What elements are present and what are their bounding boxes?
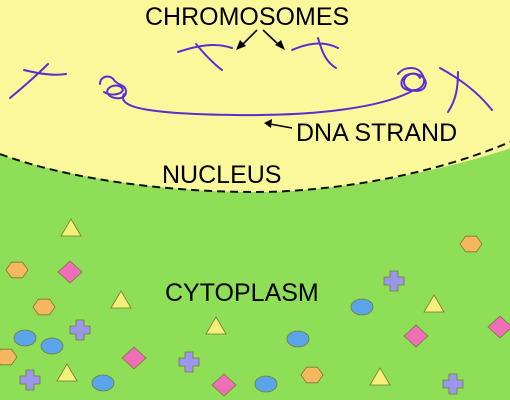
organelle-hexagon xyxy=(32,298,56,316)
dna-strand xyxy=(121,89,415,117)
organelle-cross xyxy=(383,270,405,292)
organelle-triangle xyxy=(369,367,391,386)
dna-coil-left xyxy=(99,75,127,100)
nuclear-membrane xyxy=(0,141,510,194)
organelle-hexagon xyxy=(0,348,18,366)
organelle-cross xyxy=(442,373,464,395)
organelle-hexagon xyxy=(459,235,483,253)
chromosome xyxy=(195,43,223,71)
organelle-diamond xyxy=(211,373,237,397)
chromosome xyxy=(439,67,493,111)
organelle-cross xyxy=(178,351,200,373)
organelle-ellipse xyxy=(91,374,115,392)
dna-coil-right xyxy=(397,67,427,92)
organelle-diamond xyxy=(487,315,510,339)
chromosome xyxy=(23,69,67,76)
organelle-ellipse xyxy=(350,298,374,316)
cytoplasm-label: CYTOPLASM xyxy=(165,279,319,307)
organelle-ellipse xyxy=(40,337,64,355)
chromosome xyxy=(177,44,233,53)
chromosomes-label: CHROMOSOMES xyxy=(145,3,349,31)
dna-strand-label: DNA STRAND xyxy=(296,119,457,147)
organelle-hexagon xyxy=(5,261,29,279)
organelle-diamond xyxy=(403,324,429,348)
chromosome xyxy=(291,42,339,51)
organelle-triangle xyxy=(56,363,78,382)
nucleus-label: NUCLEUS xyxy=(162,161,281,189)
nucleus-region xyxy=(0,0,510,192)
arrowhead xyxy=(264,119,272,128)
organelle-ellipse xyxy=(254,375,278,393)
chromosome xyxy=(9,63,49,99)
arrow-to-left-chromosome xyxy=(240,29,258,47)
arrowhead xyxy=(275,40,285,50)
organelle-hexagon xyxy=(300,366,324,384)
organelle-cross xyxy=(69,319,91,341)
chromosome xyxy=(317,37,337,69)
organelle-diamond xyxy=(121,346,147,370)
organelle-ellipse xyxy=(13,329,37,347)
organelle-triangle xyxy=(60,218,82,237)
organelle-ellipse xyxy=(286,330,310,348)
organelle-triangle xyxy=(205,316,227,335)
organelle-triangle xyxy=(110,290,132,309)
organelle-cross xyxy=(19,369,41,391)
organelle-diamond xyxy=(57,260,83,284)
arrowhead xyxy=(236,40,246,50)
arrow-to-dna-strand xyxy=(269,123,293,129)
chromosome xyxy=(447,71,459,113)
organelle-triangle xyxy=(423,294,445,313)
